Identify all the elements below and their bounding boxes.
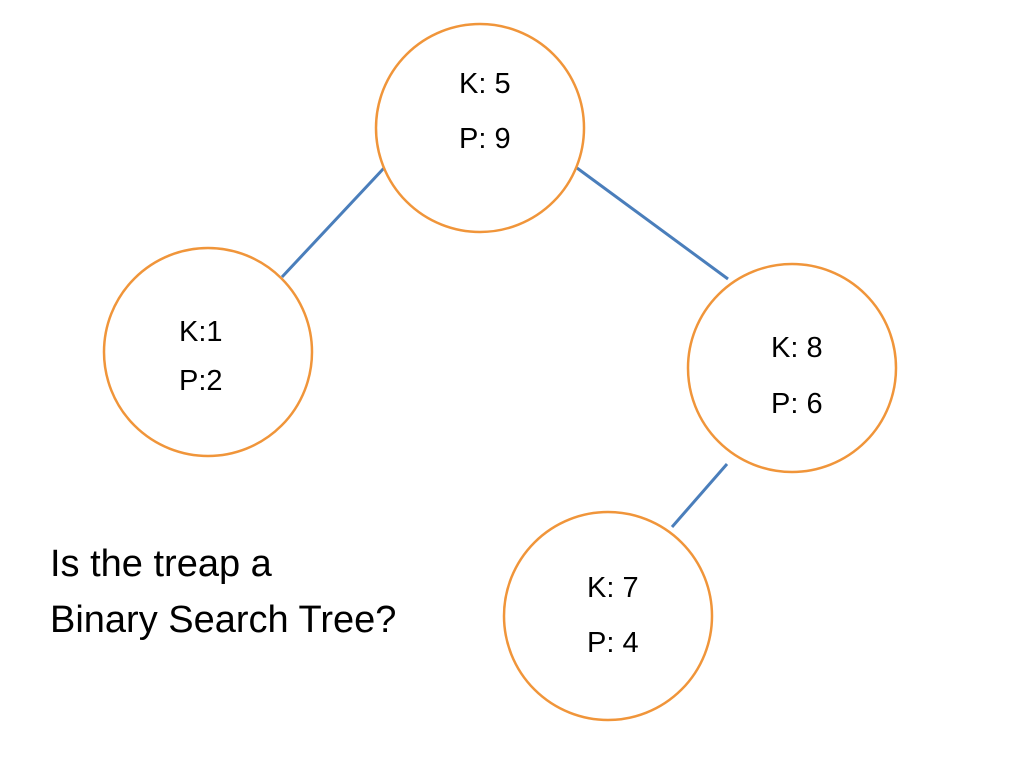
tree-node-root: K: 5 P: 9 xyxy=(374,22,586,234)
question-text: Is the treap a Binary Search Tree? xyxy=(50,536,396,648)
edge-root-to-left xyxy=(280,166,386,279)
edge-root-to-right xyxy=(576,166,729,281)
tree-node-left: K:1 P:2 xyxy=(102,246,314,458)
node-circle xyxy=(374,22,586,234)
node-key-label: K:1 xyxy=(179,316,223,348)
node-priority-label: P: 4 xyxy=(587,627,639,659)
tree-node-right-left: K: 7 P: 4 xyxy=(502,510,714,722)
node-key-label: K: 8 xyxy=(771,332,823,364)
node-priority-label: P: 6 xyxy=(771,388,823,420)
node-priority-label: P:2 xyxy=(179,365,223,397)
node-circle xyxy=(502,510,714,722)
node-key-label: K: 5 xyxy=(459,68,511,100)
edge-right-to-right-left xyxy=(670,463,729,528)
tree-node-right: K: 8 P: 6 xyxy=(686,262,898,474)
node-circle xyxy=(686,262,898,474)
node-key-label: K: 7 xyxy=(587,572,639,604)
question-line-1: Is the treap a xyxy=(50,543,272,585)
node-circle xyxy=(102,246,314,458)
question-line-2: Binary Search Tree? xyxy=(50,599,397,641)
node-priority-label: P: 9 xyxy=(459,123,511,155)
